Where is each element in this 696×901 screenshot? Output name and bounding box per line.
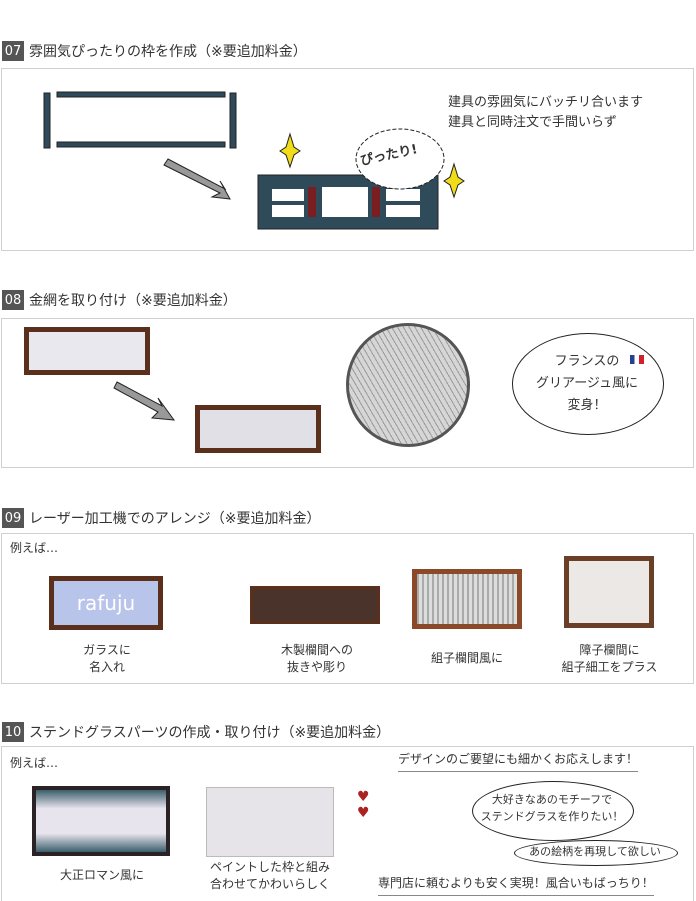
caption-line: 組子細工をプラス <box>561 660 658 674</box>
section-number: 07 <box>2 41 24 61</box>
section-number: 08 <box>2 290 24 310</box>
top-caption: デザインのご要望にも細かくお応えします！ <box>398 751 639 772</box>
thought-bubble <box>514 840 678 866</box>
caption-line: ペイントした枠と組み <box>209 860 330 874</box>
section-title: レーザー加工機でのアレンジ（※要追加料金） <box>29 511 321 527</box>
section-08-header: 08 金網を取り付け（※要追加料金） <box>2 290 237 310</box>
section-10-box: 例えば… 大正ロマン風に ペイントした枠と組み合わせてかわいらしく デザインのご… <box>1 746 694 901</box>
bubble-text: あの絵柄を再現して欲しい <box>529 845 661 858</box>
arrow-icon <box>113 381 176 421</box>
french-flag-icon <box>630 355 644 364</box>
bubble-text: 大好きなあのモチーフでステンドグラスを作りたい！ <box>480 791 624 825</box>
caption-line: 抜きや彫り <box>286 660 347 674</box>
item-caption: 木製欄間への抜きや彫り <box>252 642 382 676</box>
section-title: ステンドグラスパーツの作成・取り付け（※要追加料金） <box>29 725 391 741</box>
description-line: 建具の雰囲気にバッチリ合います <box>448 95 644 110</box>
bubble-line: 変身！ <box>567 398 607 413</box>
section-07-description: 建具の雰囲気にバッチリ合います 建具と同時注文で手間いらず <box>448 93 643 133</box>
frame-illustration <box>43 91 465 230</box>
caption-line: ガラスに <box>83 643 131 657</box>
bubble-text: フランスの グリアージュ風に 変身！ <box>522 351 652 417</box>
wire-mesh-closeup-image <box>346 323 470 447</box>
caption-line: 障子欄間に <box>579 643 640 657</box>
kumiko-ranma-image <box>412 569 522 629</box>
thought-bubble <box>472 781 634 841</box>
item-caption: ペイントした枠と組み合わせてかわいらしく <box>200 859 340 893</box>
woman-illustration <box>374 783 434 863</box>
taisho-stained-glass-image <box>32 786 170 856</box>
section-title: 雰囲気ぴったりの枠を作成（※要追加料金） <box>29 44 307 60</box>
carved-ranma-image <box>250 586 380 624</box>
item-caption: ガラスに名入れ <box>52 642 162 676</box>
section-07-box: ぴったり! 建具の雰囲気にバッチリ合います 建具と同時注文で手間いらず <box>1 68 694 251</box>
section-07-header: 07 雰囲気ぴったりの枠を作成（※要追加料金） <box>2 41 307 61</box>
logo-text: rafuju <box>76 591 136 615</box>
caption-line: 木製欄間への <box>280 643 353 657</box>
section-08-box: フランスの グリアージュ風に 変身！ <box>1 318 694 468</box>
section-title: 金網を取り付け（※要追加料金） <box>29 293 237 309</box>
section-number: 10 <box>2 722 24 742</box>
section-09-header: 09 レーザー加工機でのアレンジ（※要追加料金） <box>2 508 320 528</box>
speech-bubble <box>512 333 664 435</box>
bubble-line: グリアージュ風に <box>535 376 639 391</box>
caption-line: 名入れ <box>88 660 125 674</box>
caption-line: 組子欄間風に <box>430 651 503 665</box>
heart-icon: ♥♥ <box>357 789 370 821</box>
bottom-caption: 専門店に頼むよりも安く実現！風合いもばっちり！ <box>378 875 654 896</box>
painted-frame-stained-glass-image <box>206 787 334 857</box>
description-line: 建具と同時注文で手間いらず <box>448 115 617 130</box>
bubble-line: ステンドグラスを作りたい！ <box>480 810 624 823</box>
section-09-box: 例えば… rafuju ガラスに名入れ 木製欄間への抜きや彫り 組子欄間風に 障… <box>1 533 694 684</box>
section-number: 09 <box>2 508 24 528</box>
example-label: 例えば… <box>10 541 59 555</box>
caption-line: 合わせてかわいらしく <box>209 877 330 891</box>
bubble-line: フランスの <box>554 354 620 369</box>
person-illustration <box>182 582 222 677</box>
bubble-line: 大好きなあのモチーフで <box>491 793 613 806</box>
section-10-header: 10 ステンドグラスパーツの作成・取り付け（※要追加料金） <box>2 722 390 742</box>
glass-name-image: rafuju <box>49 576 163 630</box>
item-caption: 障子欄間に組子細工をプラス <box>547 642 672 676</box>
item-caption: 組子欄間風に <box>412 650 522 667</box>
window-after-image <box>195 405 321 453</box>
item-caption: 大正ロマン風に <box>59 868 144 882</box>
example-label: 例えば… <box>10 756 59 770</box>
window-before-image <box>24 327 150 375</box>
shoji-ranma-image <box>564 556 654 628</box>
